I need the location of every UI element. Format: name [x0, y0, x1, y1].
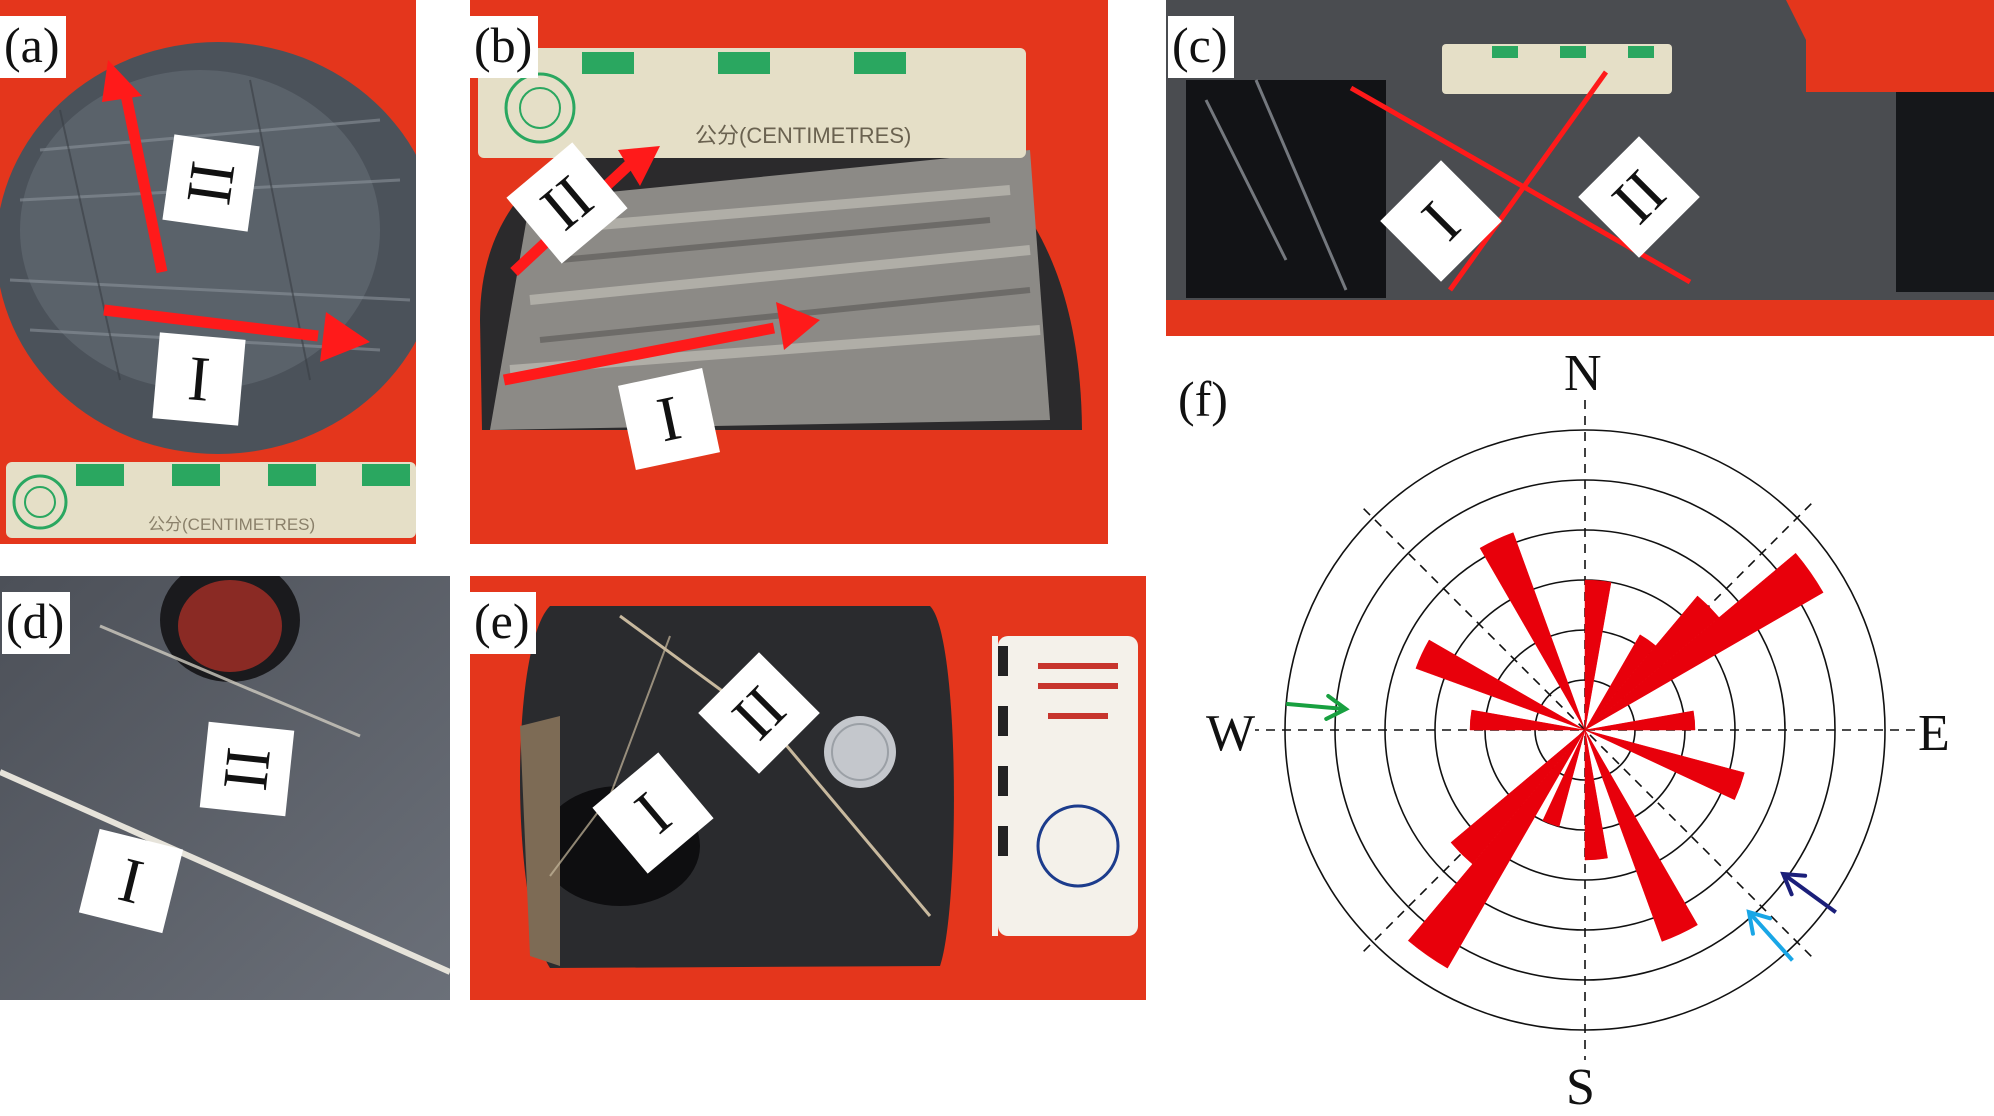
- arrowhead-i: [320, 312, 370, 362]
- panel-a-photo: [0, 0, 416, 544]
- panel-label-a: (a): [0, 16, 66, 78]
- panel-d: (d) II I: [0, 576, 450, 1000]
- panel-label-b: (b): [470, 16, 539, 78]
- rose-petal: [1584, 729, 1698, 942]
- compass-south: S: [1566, 1059, 1595, 1116]
- rose-petal: [1584, 552, 1824, 731]
- vein-i: [0, 769, 450, 975]
- panel-a-arrows: [102, 60, 370, 362]
- rose-petal: [1415, 639, 1586, 731]
- arrowhead-ii: [618, 146, 660, 186]
- indicator-arrow-green: [1285, 701, 1347, 712]
- compass-east: E: [1918, 705, 1950, 762]
- panel-label-c: (c): [1168, 16, 1234, 78]
- indicator-arrowhead-green: [1324, 693, 1350, 721]
- rose-petal: [1479, 532, 1586, 731]
- indicator-arrow-navy: [1782, 872, 1837, 914]
- rose-petal: [1584, 710, 1696, 731]
- panel-e-card: [998, 576, 1146, 1000]
- fracture-tag-ii: II: [162, 134, 260, 232]
- rose-petal: [1584, 729, 1608, 861]
- indicator-arrowhead-lightblue: [1746, 909, 1773, 936]
- panel-b: (b) 公分(CENTIMETRES) II I: [470, 0, 1108, 544]
- fracture-arrow-i: [502, 322, 776, 386]
- rose-petal: [1542, 729, 1586, 827]
- ruler-unit-a: 公分(CENTIMETRES): [148, 515, 316, 534]
- rose-petal: [1584, 579, 1612, 731]
- panel-c: (c) I II: [1166, 0, 1994, 336]
- rose-petal: [1469, 709, 1586, 731]
- arrowhead-ii: [102, 60, 142, 102]
- rose-diagram: [1255, 400, 1915, 1060]
- fracture-tag-i: I: [152, 332, 246, 426]
- panel-e-card-photo: [998, 576, 1146, 1000]
- fracture-tag-ii: II: [199, 721, 295, 817]
- rose-petal: [1584, 595, 1720, 731]
- panel-b-arrows: [502, 146, 820, 386]
- fracture-line-i: [1447, 70, 1609, 292]
- indicator-arrow-lightblue: [1747, 910, 1794, 962]
- compass-north: N: [1564, 345, 1602, 402]
- fracture-arrow-i: [103, 304, 319, 342]
- rose-petal: [1407, 729, 1586, 969]
- panel-label-d: (d): [2, 592, 71, 654]
- panel-a: (a) II I 公分(CENTIMETRES): [0, 0, 416, 544]
- indicator-arrowhead-navy: [1780, 871, 1808, 897]
- fracture-tag-i: I: [617, 367, 721, 471]
- rose-petal: [1584, 634, 1657, 731]
- fracture-arrow-ii: [119, 88, 168, 274]
- panel-c-lines: [1349, 70, 1692, 292]
- panel-e-photo: [470, 576, 998, 1000]
- ruler-unit-b: 公分(CENTIMETRES): [695, 123, 912, 148]
- panel-c-photo: [1166, 0, 1994, 336]
- panel-label-e: (e): [470, 592, 536, 654]
- arrowhead-i: [776, 302, 820, 350]
- rose-petal: [1450, 729, 1586, 865]
- panel-e: (e) II I: [470, 576, 998, 1000]
- compass-west: W: [1206, 705, 1256, 762]
- panel-label-f: (f): [1178, 371, 1228, 427]
- rose-petal: [1584, 729, 1745, 801]
